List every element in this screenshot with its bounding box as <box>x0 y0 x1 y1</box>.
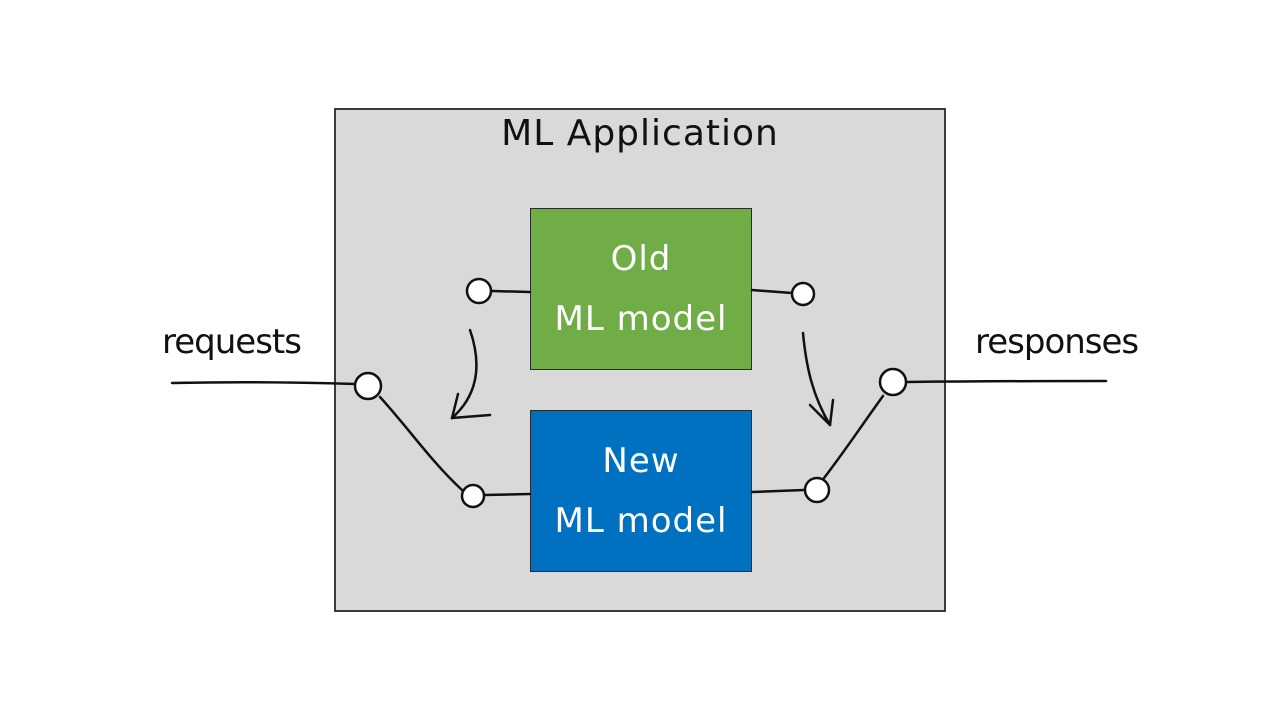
old-model-output-stub <box>750 288 794 295</box>
old-model-output-terminal <box>790 281 816 307</box>
input-switch-lever <box>378 395 464 492</box>
new-model-input-terminal <box>460 483 486 509</box>
old-model-label-line2: ML model <box>554 299 728 339</box>
output-switch-lever <box>822 394 885 480</box>
right-transition-arrow <box>801 331 832 427</box>
new-ml-model-box: New ML model <box>530 410 752 572</box>
responses-label: responses <box>975 322 1139 362</box>
old-model-label-line1: Old <box>610 239 672 279</box>
new-model-input-stub <box>482 492 532 497</box>
requests-input-line <box>170 380 358 386</box>
ml-application-title: ML Application <box>501 113 779 154</box>
responses-output-line <box>904 379 1108 384</box>
old-model-input-stub <box>490 289 532 294</box>
new-model-label-line1: New <box>602 441 680 481</box>
new-model-output-terminal <box>803 476 831 504</box>
left-transition-arrow <box>450 328 478 420</box>
old-ml-model-box: Old ML model <box>530 208 752 370</box>
new-model-output-stub <box>750 488 806 494</box>
old-model-input-terminal <box>465 277 493 305</box>
new-model-label-line2: ML model <box>554 501 728 541</box>
requests-label: requests <box>162 322 302 362</box>
output-switch-pivot-circle <box>878 367 908 397</box>
input-switch-pivot-circle <box>353 371 383 401</box>
left-arrowhead <box>450 392 492 420</box>
right-arrowhead <box>808 398 835 427</box>
